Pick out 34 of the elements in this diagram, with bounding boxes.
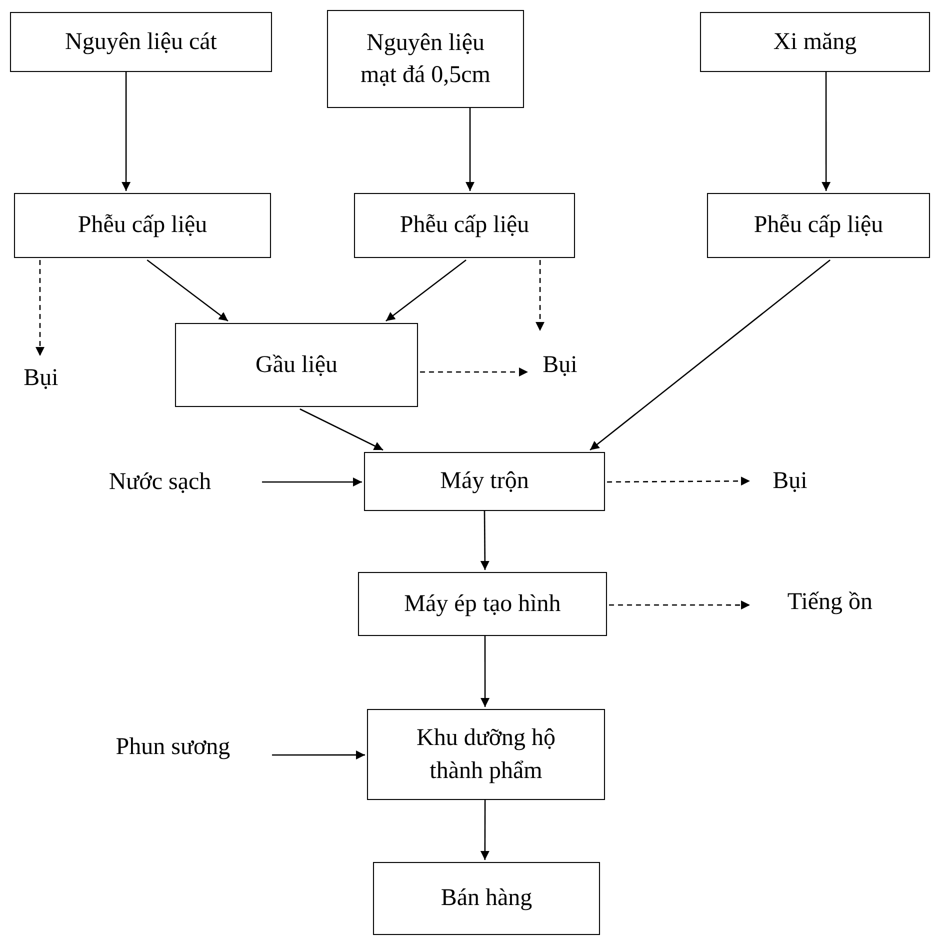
output-label: Bụi bbox=[760, 462, 820, 500]
output-label: Bụi bbox=[530, 346, 590, 384]
arrow bbox=[146, 259, 228, 322]
dashed-arrow bbox=[609, 600, 750, 610]
arrow bbox=[262, 477, 362, 486]
arrow bbox=[822, 72, 831, 191]
dashed-arrow bbox=[607, 476, 750, 486]
arrow bbox=[122, 72, 131, 191]
output-label: Phun sương bbox=[78, 727, 268, 767]
output-label: Tiếng ồn bbox=[760, 583, 900, 621]
process-box: Xi măng bbox=[700, 12, 930, 72]
output-label: Bụi bbox=[12, 358, 70, 398]
arrow bbox=[590, 260, 830, 450]
process-box: Phễu cấp liệu bbox=[707, 193, 930, 258]
process-box: Nguyên liệu mạt đá 0,5cm bbox=[327, 10, 524, 108]
arrow bbox=[480, 511, 490, 570]
process-box: Nguyên liệu cát bbox=[10, 12, 272, 72]
arrow bbox=[386, 259, 466, 322]
dashed-arrow bbox=[536, 260, 545, 331]
process-box: Phễu cấp liệu bbox=[354, 193, 575, 258]
process-box: Bán hàng bbox=[373, 862, 600, 935]
dashed-arrow bbox=[420, 368, 528, 376]
arrow bbox=[480, 636, 490, 707]
process-box: Máy ép tạo hình bbox=[358, 572, 607, 636]
process-box: Khu dưỡng hộ thành phẩm bbox=[367, 709, 605, 800]
output-label: Nước sạch bbox=[70, 462, 250, 502]
arrow bbox=[466, 108, 475, 191]
dashed-arrow bbox=[36, 260, 44, 356]
arrow bbox=[300, 408, 384, 451]
process-box: Máy trộn bbox=[364, 452, 605, 511]
process-box: Phễu cấp liệu bbox=[14, 193, 271, 258]
process-box: Gầu liệu bbox=[175, 323, 418, 407]
arrow bbox=[480, 800, 490, 860]
arrow bbox=[272, 750, 365, 760]
